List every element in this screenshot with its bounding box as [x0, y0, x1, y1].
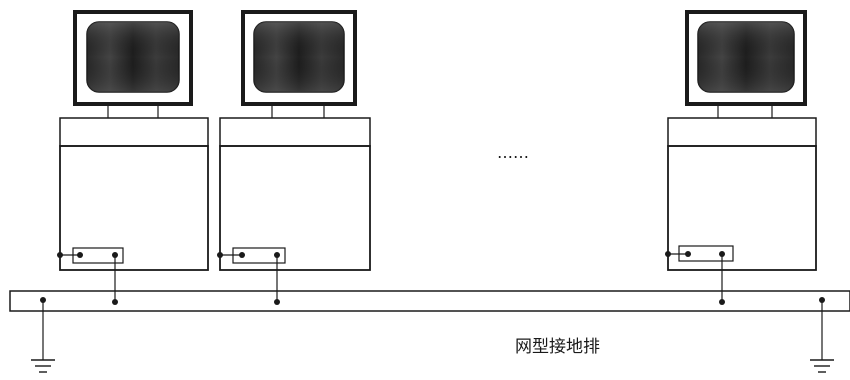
computer-1 — [57, 10, 209, 305]
computer-case-2 — [219, 145, 371, 271]
computer-base-2 — [219, 117, 371, 147]
computer-base-1 — [59, 117, 209, 147]
computer-base-3 — [667, 117, 817, 147]
bus-label: 网型接地排 — [515, 337, 600, 357]
computer-3 — [665, 10, 817, 305]
ground-icon-right — [810, 297, 834, 373]
monitor-1 — [73, 10, 193, 118]
computer-case-3 — [667, 145, 817, 271]
ellipsis-text: …… — [497, 143, 529, 162]
monitor-2 — [241, 10, 357, 118]
ground-icon-left — [31, 297, 55, 373]
computer-2 — [217, 10, 371, 305]
grounding-bus-bar — [9, 290, 850, 312]
monitor-3 — [685, 10, 807, 118]
computer-case-1 — [59, 145, 209, 271]
